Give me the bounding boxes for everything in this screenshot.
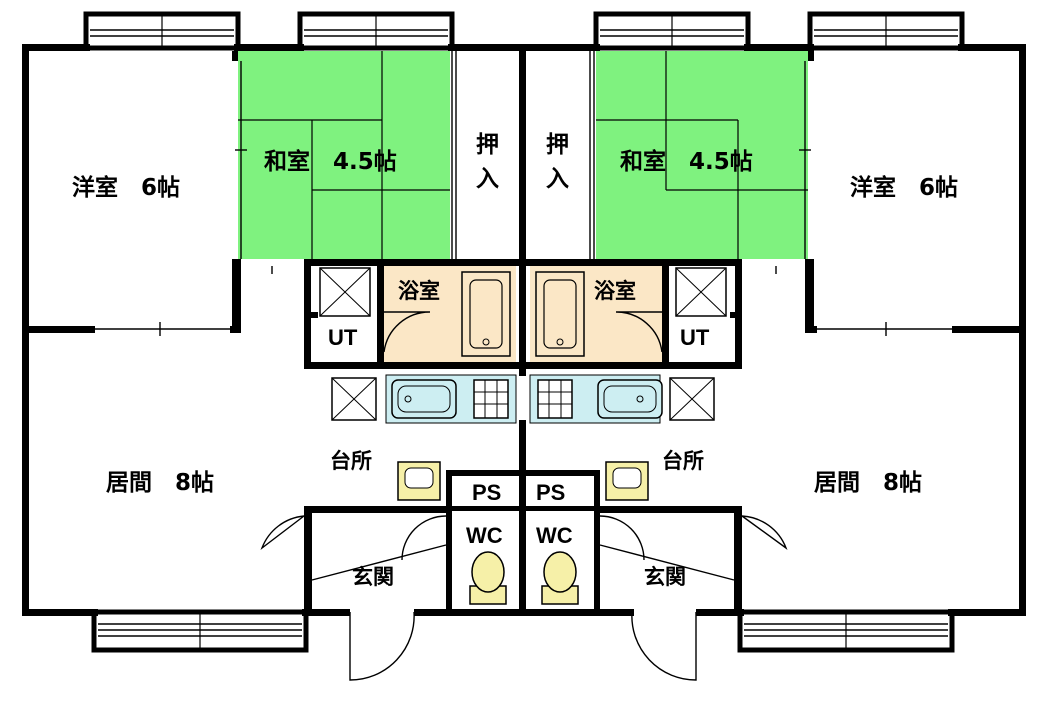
right-closet-label-2: 入 bbox=[546, 166, 569, 192]
left-tatami-lines bbox=[238, 51, 450, 259]
right-closet-label-1: 押 bbox=[546, 132, 569, 158]
right-tatami-lines bbox=[596, 51, 808, 259]
right-toilet bbox=[541, 551, 579, 605]
left-japanese-room-label: 和室 4.5帖 bbox=[264, 148, 397, 175]
right-fridge-box bbox=[669, 377, 715, 421]
right-ut-box bbox=[675, 267, 727, 317]
right-kitchen-label: 台所 bbox=[662, 449, 704, 473]
right-bath-label: 浴室 bbox=[594, 279, 636, 303]
left-entrance-label: 玄関 bbox=[352, 565, 394, 589]
right-japanese-room-label: 和室 4.5帖 bbox=[620, 148, 753, 175]
right-kitchen-sink bbox=[597, 379, 663, 419]
right-toilet-label: WC bbox=[536, 523, 573, 548]
left-utility-label: UT bbox=[328, 325, 358, 350]
right-wash-basin bbox=[605, 461, 649, 501]
left-pipe-space-label: PS bbox=[472, 480, 501, 505]
left-fridge-box bbox=[331, 377, 377, 421]
left-japanese-room-tatami bbox=[238, 51, 450, 259]
doors bbox=[95, 51, 952, 681]
left-closet-label-2: 入 bbox=[476, 166, 499, 192]
left-bathtub bbox=[461, 271, 511, 357]
left-ut-box bbox=[319, 267, 371, 317]
walls bbox=[22, 44, 1026, 616]
left-bath-label: 浴室 bbox=[398, 279, 440, 303]
right-utility-label: UT bbox=[680, 325, 710, 350]
left-kitchen-sink bbox=[391, 379, 457, 419]
window-bottom-right bbox=[737, 609, 955, 653]
right-bathtub bbox=[535, 271, 585, 357]
right-western-room-label: 洋室 6帖 bbox=[850, 174, 958, 201]
left-wash-basin bbox=[397, 461, 441, 501]
left-kitchen-label: 台所 bbox=[330, 449, 372, 473]
window-top-4 bbox=[807, 11, 965, 51]
left-western-room-label: 洋室 6帖 bbox=[72, 174, 180, 201]
left-closet-label-1: 押 bbox=[476, 132, 499, 158]
right-pipe-space-label: PS bbox=[536, 480, 565, 505]
window-top-2 bbox=[297, 11, 455, 51]
right-living-label: 居間 8帖 bbox=[814, 470, 922, 496]
left-toilet bbox=[469, 551, 507, 605]
right-stove bbox=[537, 379, 573, 419]
left-toilet-label: WC bbox=[466, 523, 503, 548]
left-living-label: 居間 8帖 bbox=[106, 470, 214, 496]
window-top-1 bbox=[83, 11, 241, 51]
left-stove bbox=[473, 379, 509, 419]
window-bottom-left bbox=[91, 609, 309, 653]
right-entrance-label: 玄関 bbox=[644, 565, 686, 589]
right-japanese-room-tatami bbox=[596, 51, 808, 259]
window-top-3 bbox=[593, 11, 751, 51]
